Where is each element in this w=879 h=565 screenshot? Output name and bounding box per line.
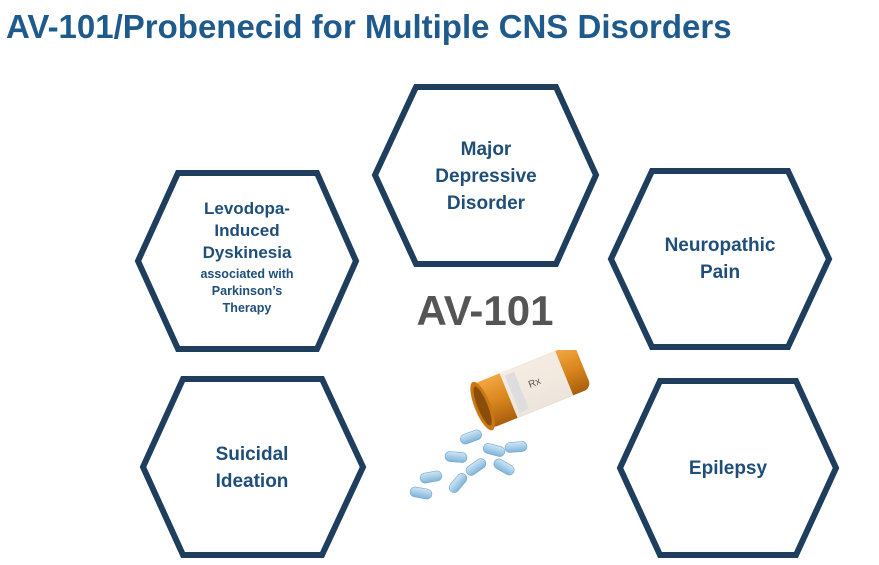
center-drug-label: AV-101 bbox=[416, 287, 554, 334]
pill bbox=[444, 451, 468, 463]
hexagon-label-neuropathic: Neuropathic Pain bbox=[640, 232, 800, 286]
pill bbox=[482, 443, 506, 457]
pill bbox=[460, 429, 482, 445]
hex-line: Dyskinesia bbox=[202, 243, 292, 262]
hexagon-label-suicidal: Suicidal Ideation bbox=[172, 441, 332, 495]
hex-line: Disorder bbox=[446, 193, 526, 214]
hex-line: Suicidal bbox=[215, 444, 289, 465]
pill bbox=[448, 473, 468, 493]
hexagon-label-mdd: Major Depressive Disorder bbox=[406, 136, 566, 217]
pill bbox=[409, 486, 433, 500]
hex-line: Pain bbox=[699, 262, 741, 283]
hex-subline: Therapy bbox=[222, 301, 272, 315]
hex-line: Major bbox=[460, 139, 512, 160]
bottle-rx-glyph: Rx bbox=[527, 376, 542, 391]
hexagon-levodopa bbox=[134, 170, 360, 352]
slide-title: AV-101/Probenecid for Multiple CNS Disor… bbox=[6, 8, 732, 45]
hex-subline: Parkinson’s bbox=[211, 284, 283, 298]
pill bbox=[504, 441, 528, 453]
hex-line: Neuropathic bbox=[664, 235, 776, 256]
hex-subline: associated with bbox=[200, 267, 294, 281]
hexagon-suicidal bbox=[139, 376, 367, 558]
pill bbox=[465, 458, 487, 476]
pill bbox=[419, 470, 443, 484]
hexagon-epilepsy bbox=[616, 378, 840, 558]
hex-line: Induced bbox=[214, 221, 280, 240]
hexagon-neuropathic bbox=[607, 168, 833, 350]
hex-line: Depressive bbox=[435, 166, 537, 187]
hex-line: Ideation bbox=[215, 471, 289, 492]
pill-bottle-icon: Rx bbox=[409, 350, 590, 500]
hex-line: Epilepsy bbox=[688, 458, 768, 479]
hexagon-label-levodopa: Levodopa- Induced Dyskinesia associated … bbox=[168, 198, 326, 317]
hexagon-mdd bbox=[371, 84, 600, 267]
hex-line: Levodopa- bbox=[204, 199, 290, 218]
hexagon-label-epilepsy: Epilepsy bbox=[648, 455, 808, 482]
pill bbox=[493, 458, 515, 476]
